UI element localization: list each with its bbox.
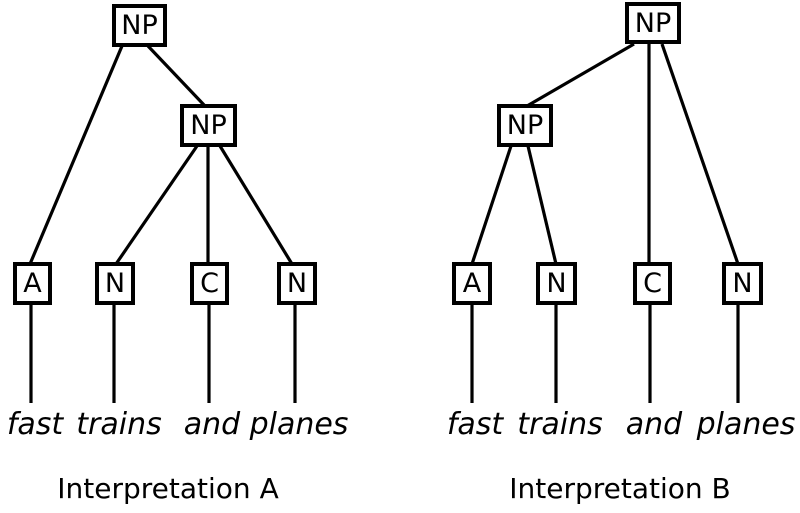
tree-b-leaf-n1-node: N xyxy=(536,262,577,305)
tree-b-root-np-node: NP xyxy=(625,2,681,44)
tree-b-leaf-c-node: C xyxy=(633,262,672,305)
tree-a-word-fast: fast xyxy=(6,407,64,442)
tree-a-leaf-n2-node: N xyxy=(277,262,317,305)
tree-a-leaf-a-node: A xyxy=(13,262,52,305)
edge-b-root-to-inner-np xyxy=(526,42,635,108)
edge-a-inner-to-leaf-n2 xyxy=(218,145,294,265)
edge-b-root-to-leaf-n2 xyxy=(660,43,740,265)
tree-b-leaf-a-node: A xyxy=(452,262,492,305)
tree-b-word-and: and xyxy=(625,407,683,442)
tree-a-leaf-n1-node: N xyxy=(95,262,135,305)
edge-b-inner-to-leaf-n1 xyxy=(526,145,558,265)
edge-a-inner-to-leaf-n1 xyxy=(114,145,199,265)
tree-b-word-planes: planes xyxy=(696,407,796,442)
tree-a-root-np-node: NP xyxy=(112,4,167,47)
tree-a-word-trains: trains xyxy=(76,407,162,442)
tree-b-word-trains: trains xyxy=(517,407,603,442)
edge-a-root-to-leaf-a xyxy=(28,45,124,265)
tree-b-leaf-n2-node: N xyxy=(722,262,763,305)
tree-a-inner-np-node: NP xyxy=(180,104,237,147)
edge-a-root-to-inner-np xyxy=(146,44,207,108)
tree-a-word-planes: planes xyxy=(249,407,349,442)
tree-a-word-and: and xyxy=(183,407,241,442)
tree-a-leaf-c-node: C xyxy=(190,262,229,305)
tree-b-caption: Interpretation B xyxy=(509,472,731,505)
edge-b-inner-to-leaf-a xyxy=(470,145,513,265)
tree-b-word-fast: fast xyxy=(446,407,504,442)
tree-b-inner-np-node: NP xyxy=(497,104,553,147)
tree-a-caption: Interpretation A xyxy=(57,472,279,505)
